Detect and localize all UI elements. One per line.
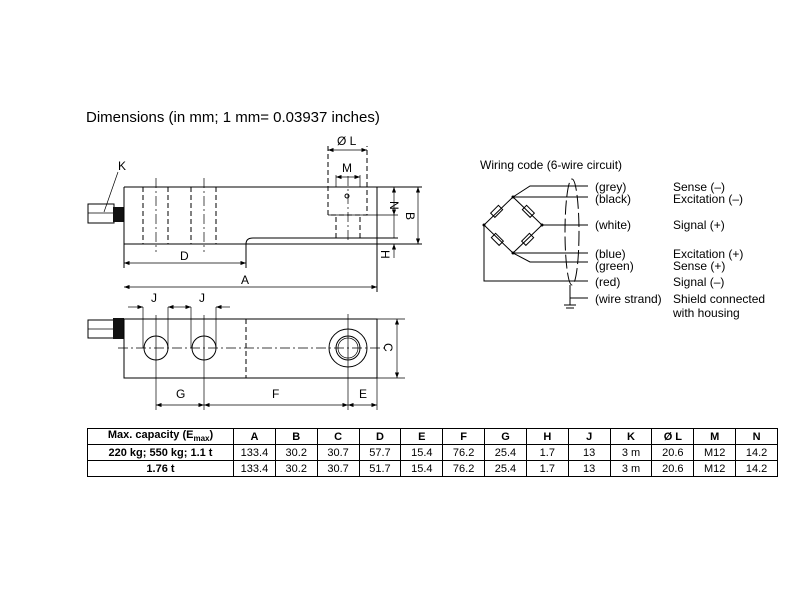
wire-function: Sense (–) [673, 180, 725, 194]
wire-function: with housing [672, 306, 740, 320]
cable-connector [113, 207, 124, 222]
table-cell: 133.4 [233, 460, 276, 477]
header-cell: H [525, 428, 569, 445]
top-view: J J C G F E [87, 291, 405, 410]
table-cell: 76.2 [442, 444, 486, 461]
label-b: B [403, 212, 417, 220]
wire-function: Signal (–) [673, 275, 724, 289]
table-cell: 30.2 [274, 460, 318, 477]
wire-color: (wire strand) [595, 292, 662, 306]
label-l: Ø L [337, 134, 357, 148]
table-cell: 1.7 [525, 460, 569, 477]
table-cell: 3 m [609, 460, 653, 477]
table-cell: 30.7 [316, 460, 360, 477]
table-cell: 15.4 [400, 444, 444, 461]
label-j1: J [151, 291, 157, 305]
table-cell: M12 [693, 444, 737, 461]
table-cell: 25.4 [484, 444, 527, 461]
table-cell: 13 [567, 444, 611, 461]
table-cell: M12 [693, 460, 737, 477]
table-cell: 14.2 [735, 444, 778, 461]
wiring-diagram: Wiring code (6-wire circuit) (grey) (bla… [480, 158, 765, 320]
cable [87, 203, 115, 224]
header-cell: D [358, 428, 402, 445]
wiring-title: Wiring code (6-wire circuit) [480, 158, 622, 172]
wire-function: Excitation (–) [673, 192, 743, 206]
table-cell: 15.4 [400, 460, 444, 477]
table-cell: 13 [567, 460, 611, 477]
bridge-circuit [483, 196, 543, 254]
table-row: 1.76 t 133.4 30.2 30.7 51.7 15.4 76.2 25… [87, 460, 778, 477]
table-cell: 25.4 [484, 460, 527, 477]
label-e: E [359, 387, 367, 401]
dimensions-table: Max. capacity (Emax) A B C D E F G H J K… [87, 428, 778, 477]
label-a: A [241, 273, 249, 287]
header-cell: C [316, 428, 360, 445]
header-capacity: Max. capacity (Emax) [87, 428, 234, 445]
table-cell: 20.6 [651, 460, 695, 477]
wire-function: Sense (+) [673, 259, 725, 273]
wire-color: (black) [595, 192, 631, 206]
header-cell: N [735, 428, 778, 445]
table-cell: 76.2 [442, 460, 486, 477]
table-cell: 20.6 [651, 444, 695, 461]
wire-function: Excitation (+) [673, 247, 743, 261]
table-cell: 3 m [609, 444, 653, 461]
table-cell: 57.7 [358, 444, 402, 461]
header-cell: M [693, 428, 737, 445]
header-cell: G [484, 428, 527, 445]
table-header-row: Max. capacity (Emax) A B C D E F G H J K… [87, 428, 778, 445]
label-f: F [272, 387, 279, 401]
label-n: N [387, 201, 401, 210]
header-cell: E [400, 428, 444, 445]
wire-function: Shield connected [673, 292, 765, 306]
wire-color: (grey) [595, 180, 626, 194]
label-d: D [180, 249, 189, 263]
header-cell: Ø L [651, 428, 695, 445]
header-cell: A [233, 428, 276, 445]
side-view: K Ø L M N B H D A [87, 134, 422, 292]
wire-color: (blue) [595, 247, 626, 261]
label-m: M [342, 161, 352, 175]
header-cell: F [442, 428, 486, 445]
label-j2: J [199, 291, 205, 305]
table-cell: 30.7 [316, 444, 360, 461]
header-cell: K [609, 428, 653, 445]
header-cell: B [274, 428, 318, 445]
header-cell: J [567, 428, 611, 445]
table-cell: 1.7 [525, 444, 569, 461]
table-cell: 30.2 [274, 444, 318, 461]
capacity-cell: 220 kg; 550 kg; 1.1 t [87, 444, 234, 461]
wire-color: (green) [595, 259, 634, 273]
page-title: Dimensions (in mm; 1 mm= 0.03937 inches) [86, 109, 380, 126]
table-cell: 51.7 [358, 460, 402, 477]
wire-function: Signal (+) [673, 218, 725, 232]
label-g: G [176, 387, 185, 401]
table-row: 220 kg; 550 kg; 1.1 t 133.4 30.2 30.7 57… [87, 444, 778, 461]
wire-color: (white) [595, 218, 631, 232]
wire-color: (red) [595, 275, 620, 289]
table-cell: 133.4 [233, 444, 276, 461]
label-k: K [118, 159, 126, 173]
label-c: C [381, 343, 395, 352]
label-h: H [378, 250, 392, 259]
table-cell: 14.2 [735, 460, 778, 477]
capacity-cell: 1.76 t [87, 460, 234, 477]
